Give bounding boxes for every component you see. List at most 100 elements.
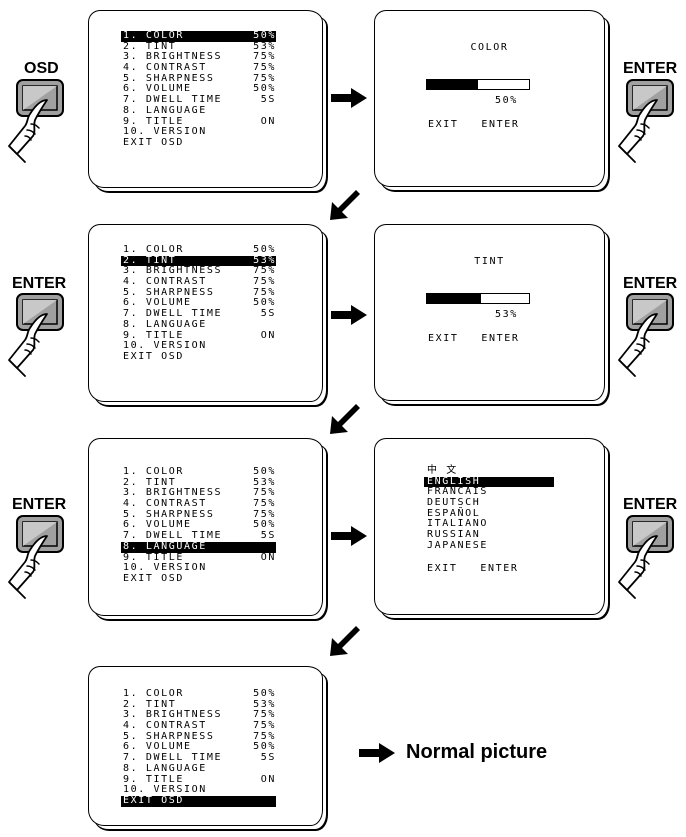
language-option[interactable]: DEUTSCH (427, 497, 481, 509)
menu-item-label: 9. TITLE (123, 329, 184, 341)
menu-item[interactable]: 10. VERSION (121, 562, 276, 574)
menu-item-value: 5S (260, 94, 276, 106)
menu-item-value: 50% (253, 741, 276, 753)
color-percent: 50% (495, 95, 518, 106)
menu-item-value: 75% (253, 72, 276, 84)
enter-button-press-icon[interactable] (3, 292, 75, 382)
menu-item-label: 8. LANGUAGE (123, 104, 207, 116)
menu-item[interactable]: 6. VOLUME 50% (121, 742, 276, 753)
menu-item-value: ON (260, 773, 276, 785)
menu-item-label: 8. LANGUAGE (123, 318, 207, 330)
menu-item-value: 75% (253, 276, 276, 288)
menu-item-label: 9. TITLE (123, 115, 184, 127)
enter-button-press-icon[interactable] (613, 292, 685, 382)
menu-item[interactable]: EXIT OSD (121, 137, 276, 149)
language-option[interactable]: ITALIANO (427, 518, 488, 530)
down-left-arrow-icon (330, 404, 360, 434)
language-option[interactable]: 中 文 (427, 465, 458, 476)
exit-enter-label: EXIT ENTER (428, 119, 520, 130)
enter-button-label: ENTER (623, 60, 678, 77)
menu-item[interactable]: 8. LANGUAGE (121, 104, 276, 117)
right-arrow-icon (359, 743, 395, 763)
enter-button-press-icon[interactable] (613, 78, 685, 168)
menu-item[interactable]: 7. DWELL TIME 5S (121, 530, 276, 542)
language-option[interactable]: ESPAÑOL (427, 507, 481, 519)
menu-item-value: 5S (260, 530, 276, 542)
menu-item-value: 50% (253, 30, 276, 41)
menu-item-label: 3. BRIGHTNESS (123, 51, 223, 63)
menu-item-label: 9. TITLE (123, 551, 184, 563)
menu-item-value: 75% (253, 720, 276, 732)
menu-item-label: 7. DWELL TIME (123, 530, 223, 542)
menu-item[interactable]: EXIT OSD (121, 351, 276, 363)
tint-percent: 53% (495, 309, 518, 320)
menu-item-label: 1. COLOR (123, 30, 184, 41)
language-option[interactable]: FRANCAIS (427, 486, 488, 498)
exit-enter-label: EXIT ENTER (428, 333, 520, 344)
enter-button-label: ENTER (623, 496, 678, 513)
menu-item-value: 75% (253, 265, 276, 277)
menu-item-label: 8. LANGUAGE (123, 762, 207, 774)
menu-item-value: 50% (253, 688, 276, 699)
menu-item-selected[interactable]: 8. LANGUAGE (121, 541, 276, 553)
menu-item-value: 53% (253, 476, 276, 488)
menu-item-selected[interactable]: 1. COLOR 50% (121, 30, 276, 42)
language-option[interactable]: JAPANESE (427, 539, 488, 551)
menu-item-selected[interactable]: EXIT OSD (121, 795, 276, 807)
menu-item[interactable]: 10. VERSION (121, 340, 276, 352)
menu-item[interactable]: 1. COLOR 50% (121, 244, 276, 256)
enter-button-press-icon[interactable] (613, 514, 685, 604)
menu-item-value: 50% (253, 466, 276, 477)
menu-item[interactable]: 1. COLOR 50% (121, 688, 276, 700)
menu-item-value: 53% (253, 40, 276, 52)
menu-item-value: 50% (253, 244, 276, 255)
menu-item[interactable]: 8. LANGUAGE (121, 318, 276, 331)
menu-item-label: 1. COLOR (123, 244, 184, 255)
menu-item-label: 1. COLOR (123, 688, 184, 699)
right-arrow-icon (331, 305, 367, 325)
osd-button-press-icon[interactable] (3, 78, 75, 168)
language-option[interactable]: RUSSIAN (427, 529, 481, 541)
menu-item[interactable]: EXIT OSD (121, 573, 276, 585)
menu-item-label: 6. VOLUME (123, 741, 192, 753)
right-arrow-icon (331, 526, 367, 546)
enter-button-press-icon[interactable] (3, 514, 75, 604)
enter-button-label: ENTER (623, 275, 678, 292)
menu-item[interactable]: 10. VERSION (121, 126, 276, 138)
menu-item-value: 75% (253, 508, 276, 520)
osd-button-label: OSD (24, 60, 59, 77)
language-option[interactable]: ENGLISH (424, 476, 554, 488)
menu-item[interactable]: 10. VERSION (121, 784, 276, 796)
menu-item[interactable]: 8. LANGUAGE (121, 762, 276, 775)
